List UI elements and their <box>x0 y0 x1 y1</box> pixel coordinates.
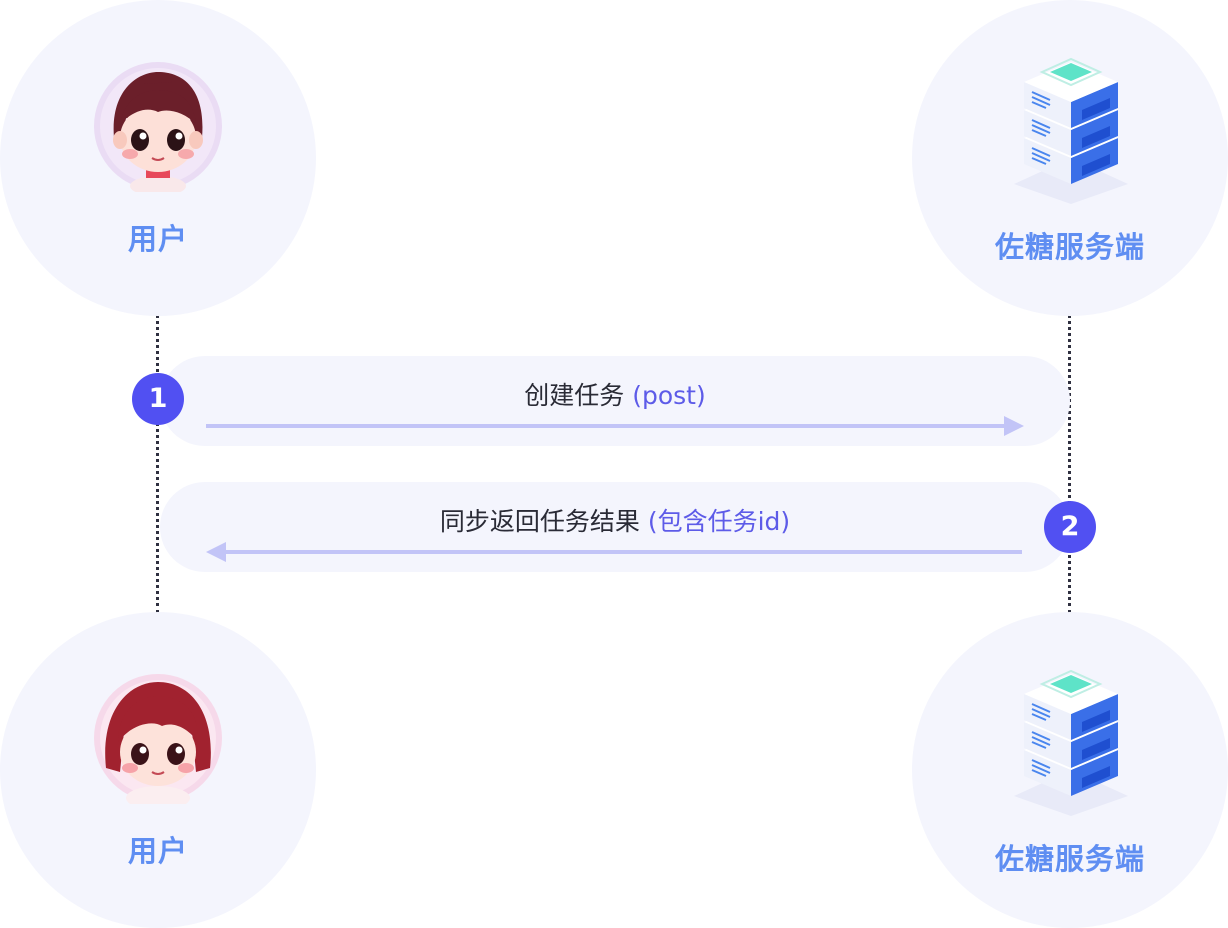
participant-label: 用户 <box>127 834 188 868</box>
participant-label: 佐糖服务端 <box>994 230 1145 264</box>
message-text: 创建任务 <box>524 381 625 410</box>
step-badge-1: 1 <box>132 373 184 425</box>
girl-avatar-icon <box>94 62 222 192</box>
participant-user-bottom: 用户 <box>0 612 316 928</box>
girl-avatar-icon <box>94 674 222 804</box>
arrow-left-icon <box>206 542 1022 562</box>
arrow-right-icon <box>206 416 1024 436</box>
participant-user-top: 用户 <box>0 0 316 316</box>
user-lifeline <box>156 314 159 614</box>
message-text: 同步返回任务结果 <box>439 507 640 536</box>
server-rack-icon <box>1014 57 1128 204</box>
step-badge-2: 2 <box>1044 501 1096 553</box>
participant-label: 佐糖服务端 <box>994 842 1145 876</box>
message-label: 同步返回任务结果 (包含任务id) <box>160 502 1070 538</box>
message-method: (post) <box>632 381 706 410</box>
message-return-result: 同步返回任务结果 (包含任务id) <box>160 482 1070 572</box>
message-note: (包含任务id) <box>647 507 791 536</box>
message-label: 创建任务 (post) <box>160 376 1070 412</box>
server-rack-icon <box>1014 669 1128 816</box>
participant-label: 用户 <box>127 222 188 256</box>
message-create-task: 创建任务 (post) <box>160 356 1070 446</box>
participant-server-bottom: 佐糖服务端 <box>912 612 1228 928</box>
server-lifeline <box>1068 314 1071 614</box>
participant-server-top: 佐糖服务端 <box>912 0 1228 316</box>
